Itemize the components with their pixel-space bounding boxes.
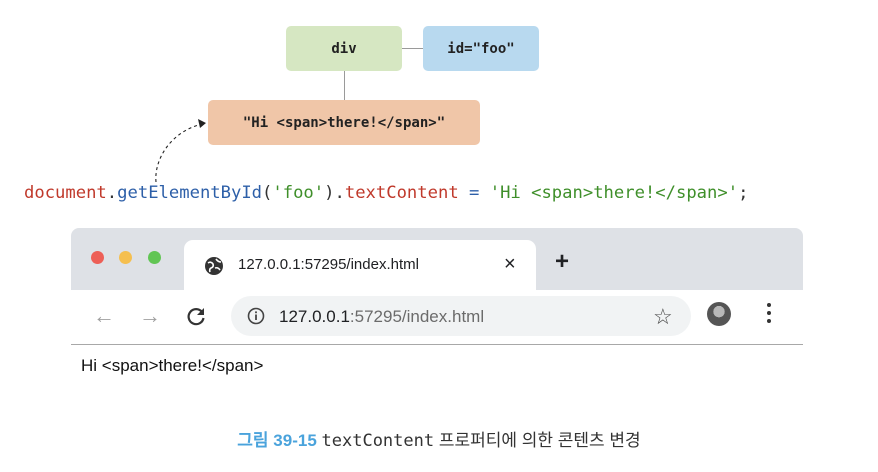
browser-toolbar: ← → 127.0.0.1:57295/index.html ☆ [71, 290, 803, 345]
globe-icon [205, 257, 223, 275]
back-button[interactable]: ← [93, 303, 115, 328]
attribute-node-label: id="foo" [447, 40, 515, 57]
code-object: document [24, 183, 107, 203]
code-method: getElementById [117, 183, 263, 203]
minimize-window-button[interactable] [119, 251, 132, 264]
attribute-connector [402, 48, 423, 49]
element-node-div: div [286, 26, 402, 71]
page-content-text: Hi <span>there!</span> [81, 356, 264, 375]
caption-label: 그림 39-15 [237, 431, 317, 450]
close-window-button[interactable] [91, 251, 104, 264]
tab-title: 127.0.0.1:57295/index.html [238, 256, 419, 273]
code-close-paren: ). [324, 183, 345, 203]
browser-window: 127.0.0.1:57295/index.html × + ← → 127.0… [71, 228, 803, 345]
caption-code: textContent [321, 431, 435, 451]
text-node-label: "Hi <span>there!</span>" [242, 114, 446, 131]
reload-icon[interactable] [185, 306, 207, 328]
star-icon[interactable]: ☆ [653, 304, 673, 329]
url-path: :57295/index.html [349, 307, 485, 326]
url-host: 127.0.0.1 [279, 307, 350, 326]
address-bar[interactable]: 127.0.0.1:57295/index.html ☆ [231, 296, 691, 336]
element-node-label: div [331, 40, 357, 57]
caption-text: 프로퍼티에 의한 콘텐츠 변경 [434, 431, 641, 450]
tab-strip: 127.0.0.1:57295/index.html × + [71, 228, 803, 290]
code-property: textContent [344, 183, 459, 203]
tab-close-button[interactable]: × [504, 253, 516, 275]
figure-caption: 그림 39-15 textContent 프로퍼티에 의한 콘텐츠 변경 [0, 426, 878, 451]
text-node: "Hi <span>there!</span>" [208, 100, 480, 145]
tab-active[interactable]: 127.0.0.1:57295/index.html × [184, 240, 536, 290]
child-connector [344, 71, 345, 100]
code-open-paren: ( [262, 183, 273, 203]
attribute-node: id="foo" [423, 26, 539, 71]
avatar[interactable] [707, 302, 731, 326]
code-value: 'Hi <span>there!</span>' [489, 183, 739, 203]
code-argument: 'foo' [272, 183, 325, 203]
menu-icon[interactable] [766, 303, 772, 327]
code-dot: . [106, 183, 118, 203]
url-text: 127.0.0.1:57295/index.html [279, 307, 484, 327]
forward-button[interactable]: → [139, 303, 161, 328]
maximize-window-button[interactable] [148, 251, 161, 264]
info-icon[interactable] [247, 307, 265, 325]
code-semicolon: ; [738, 183, 749, 203]
assignment-arrow [155, 119, 206, 183]
new-tab-button[interactable]: + [555, 248, 570, 275]
code-statement: document.getElementById('foo').textConte… [24, 183, 748, 203]
code-assign: = [458, 183, 490, 203]
